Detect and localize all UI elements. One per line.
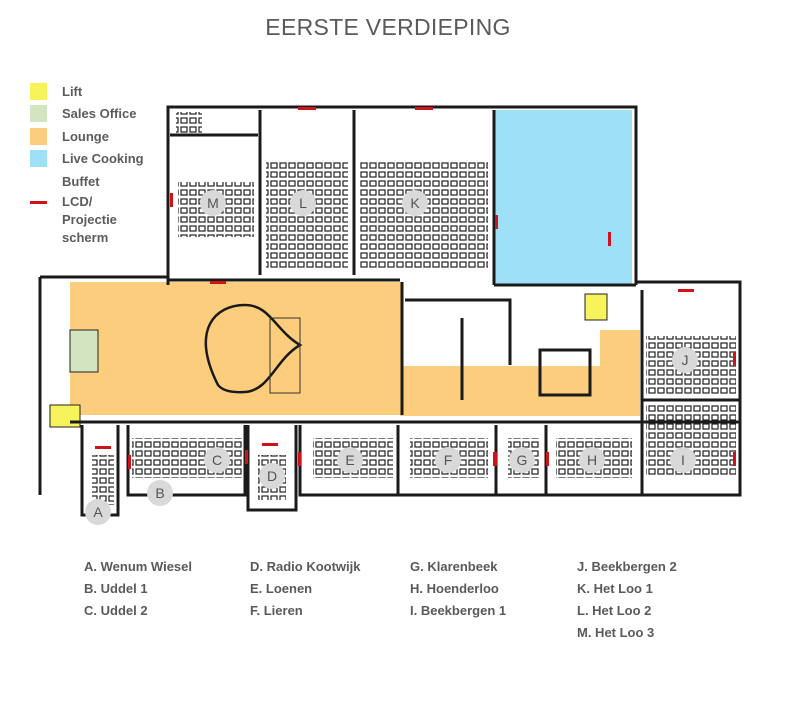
live-cooking-area: [495, 110, 632, 285]
room-list-item: C. Uddel 2: [84, 603, 148, 618]
room-marker-i: I: [670, 447, 696, 473]
svg-text:F: F: [444, 452, 453, 468]
room-markers: A B C D E F G H I J K L M: [85, 190, 698, 525]
room-list-col2: D. Radio Kootwijk E. Loenen F. Lieren: [250, 556, 361, 622]
svg-text:B: B: [155, 485, 164, 501]
room-list-item: D. Radio Kootwijk: [250, 559, 361, 574]
legend-item-lcd: LCD/Projectie scherm: [30, 193, 144, 245]
room-list-col3: G. Klarenbeek H. Hoenderloo I. Beekberge…: [410, 556, 506, 622]
legend-label: Lift: [62, 83, 83, 99]
room-list-item: K. Het Loo 1: [577, 581, 653, 596]
stairs: [269, 317, 301, 394]
lcd-line2: Projectie: [62, 211, 117, 227]
live-cooking-swatch: [30, 150, 47, 168]
lift-west: [49, 404, 81, 428]
room-list-item: A. Wenum Wiesel: [84, 559, 192, 574]
room-marker-f: F: [435, 447, 461, 473]
lift-east: [584, 293, 608, 321]
room-marker-b: B: [147, 480, 173, 506]
legend-label: Live Cooking: [62, 151, 144, 167]
legend-item-buffet: Buffet: [30, 170, 144, 193]
room-list-item: H. Hoenderloo: [410, 581, 499, 596]
sales-office-area: [69, 329, 99, 373]
lcd-line-swatch: [30, 200, 47, 204]
sales-office-swatch: [30, 105, 47, 123]
lcd-line3: scherm: [62, 229, 109, 245]
room-marker-d: D: [259, 463, 285, 489]
lcd-screens: [95, 107, 736, 469]
room-marker-j: J: [672, 347, 698, 373]
room-marker-g: G: [509, 447, 535, 473]
room-list-col1: A. Wenum Wiesel B. Uddel 1 C. Uddel 2: [84, 556, 192, 622]
room-marker-k: K: [402, 190, 428, 216]
lounge-corridor-east: [600, 330, 640, 370]
room-marker-a: A: [85, 499, 111, 525]
svg-text:M: M: [207, 195, 219, 211]
room-list-item: F. Lieren: [250, 603, 303, 618]
legend-label: Lounge: [62, 128, 109, 144]
room-marker-h: H: [579, 447, 605, 473]
svg-text:G: G: [517, 452, 528, 468]
legend-item-lift: Lift: [30, 80, 144, 103]
room-marker-c: C: [204, 447, 230, 473]
legend-item-lounge: Lounge: [30, 125, 144, 148]
svg-text:H: H: [587, 452, 597, 468]
svg-text:A: A: [93, 504, 103, 520]
legend-label: Buffet: [62, 173, 100, 189]
room-list-item: B. Uddel 1: [84, 581, 148, 596]
legend: Lift Sales Office Lounge Live Cooking Bu…: [30, 80, 144, 245]
svg-text:I: I: [681, 452, 685, 468]
svg-text:K: K: [410, 195, 420, 211]
room-list-item: I. Beekbergen 1: [410, 603, 507, 618]
svg-text:E: E: [345, 452, 354, 468]
legend-label: Sales Office: [62, 106, 137, 122]
room-list-item: J. Beekbergen 2: [577, 559, 677, 574]
legend-item-live-cooking: Live Cooking: [30, 148, 144, 171]
svg-text:C: C: [212, 452, 222, 468]
room-marker-e: E: [337, 447, 363, 473]
svg-text:L: L: [299, 195, 307, 211]
svg-text:D: D: [267, 468, 277, 484]
room-list-item: E. Loenen: [250, 581, 313, 596]
legend-item-sales-office: Sales Office: [30, 103, 144, 126]
lounge-swatch: [30, 127, 47, 145]
room-list-item: G. Klarenbeek: [410, 559, 498, 574]
stair-ellipse: [204, 303, 303, 394]
room-list-col4: J. Beekbergen 2 K. Het Loo 1 L. Het Loo …: [577, 556, 677, 644]
page-title: EERSTE VERDIEPING: [265, 14, 511, 40]
lounge-corridor: [400, 366, 640, 416]
lounge-area: [70, 282, 402, 415]
room-list-item: L. Het Loo 2: [577, 603, 652, 618]
legend-label: LCD/Projectie scherm: [62, 193, 117, 247]
svg-text:J: J: [682, 352, 689, 368]
room-marker-l: L: [290, 190, 316, 216]
lift-swatch: [30, 82, 47, 100]
room-list-item: M. Het Loo 3: [577, 625, 655, 640]
buffet-swatch: [30, 173, 47, 190]
room-marker-m: M: [200, 190, 226, 216]
lcd-line1: LCD/: [62, 193, 93, 209]
